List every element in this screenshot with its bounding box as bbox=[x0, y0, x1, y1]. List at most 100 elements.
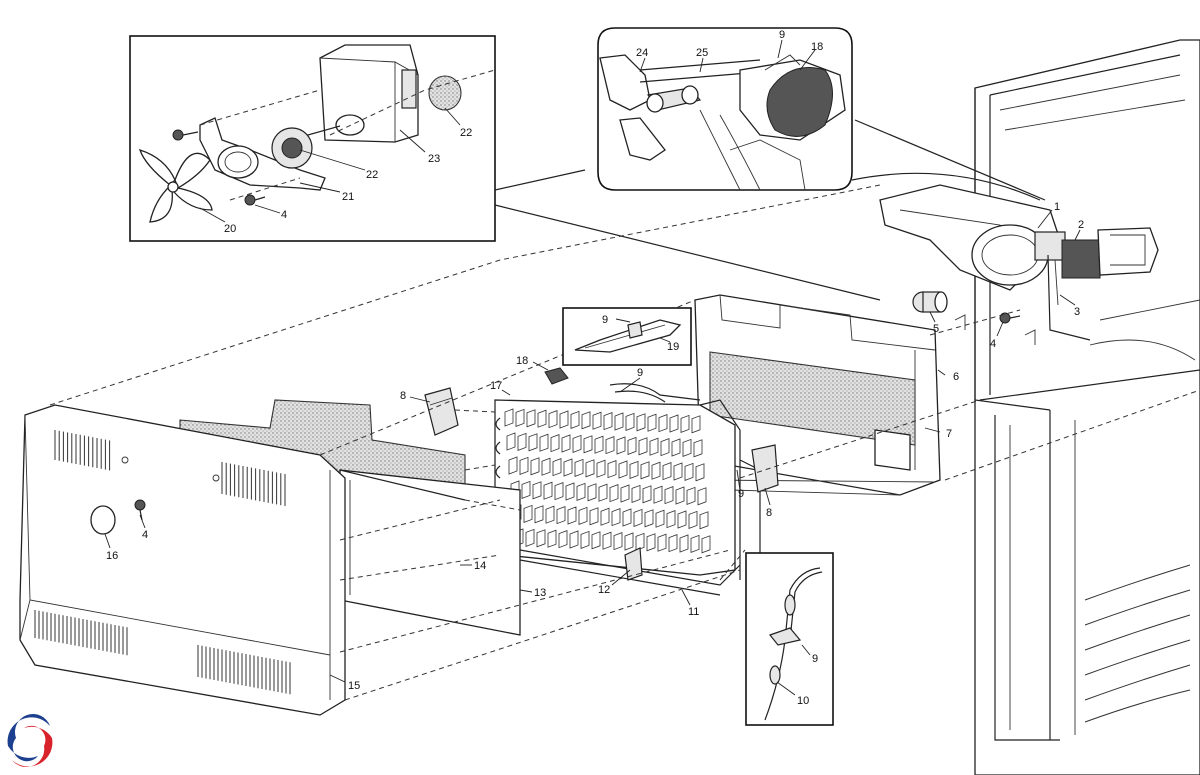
evaporator-fin bbox=[572, 434, 582, 453]
evaporator-fin bbox=[688, 510, 698, 529]
evaporator-fin bbox=[690, 534, 700, 553]
evaporator-fin bbox=[644, 509, 654, 528]
evaporator-fin bbox=[614, 412, 624, 431]
evaporator-fin bbox=[517, 432, 527, 451]
evaporator-fin bbox=[530, 457, 540, 476]
coil-bend bbox=[495, 417, 501, 431]
evaporator-fin bbox=[569, 530, 579, 549]
evaporator-fin bbox=[589, 507, 599, 526]
evaporator-fin bbox=[642, 485, 652, 504]
evaporator-fin bbox=[618, 460, 628, 479]
evaporator-fin bbox=[686, 486, 696, 505]
callout-17: 17 bbox=[490, 380, 502, 392]
callout-6: 6 bbox=[953, 371, 959, 383]
evaporator-fin bbox=[662, 462, 672, 481]
inset-connector-line bbox=[494, 169, 586, 191]
evaporator-fin bbox=[521, 480, 531, 499]
evaporator-fin bbox=[664, 486, 674, 505]
back-plate bbox=[339, 469, 521, 636]
evaporator-fin bbox=[666, 510, 676, 529]
evaporator-fin bbox=[523, 504, 533, 523]
evaporator-fin bbox=[693, 439, 703, 458]
evaporator-fin bbox=[598, 483, 608, 502]
evaporator-fin bbox=[677, 510, 687, 529]
bottom-right-vent bbox=[197, 645, 291, 695]
callout-11: 11 bbox=[688, 606, 699, 618]
inset-connector-line bbox=[854, 119, 1046, 201]
evaporator-fin bbox=[545, 505, 555, 524]
callout-3: 3 bbox=[1074, 306, 1080, 318]
top-right-vent bbox=[221, 462, 286, 506]
callout-2: 2 bbox=[1078, 219, 1084, 231]
evaporator-fins bbox=[495, 408, 711, 554]
evaporator-fin bbox=[680, 414, 690, 433]
callout-9: 9 bbox=[738, 488, 744, 500]
evaporator-fin bbox=[649, 437, 659, 456]
callout-23: 23 bbox=[428, 153, 440, 165]
evaporator-fin bbox=[504, 408, 514, 427]
evaporator-fin bbox=[556, 506, 566, 525]
evaporator-fin bbox=[668, 534, 678, 553]
evaporator-fin bbox=[655, 509, 665, 528]
evaporator-fin bbox=[525, 528, 535, 547]
inset-defrost-sensor bbox=[745, 552, 834, 726]
callout-7: 7 bbox=[946, 428, 952, 440]
evaporator-fin bbox=[543, 481, 553, 500]
evaporator-fin bbox=[528, 433, 538, 452]
top-left-vent bbox=[54, 430, 111, 471]
evaporator-fin bbox=[622, 508, 632, 527]
evaporator-fin bbox=[563, 458, 573, 477]
evaporator-fin bbox=[578, 506, 588, 525]
callout-21: 21 bbox=[342, 191, 354, 203]
bottom-left-vent bbox=[34, 610, 128, 656]
evaporator-cover bbox=[694, 294, 941, 496]
evaporator-fin bbox=[631, 484, 641, 503]
evaporator-fin bbox=[657, 533, 667, 552]
evaporator-fin bbox=[515, 408, 525, 427]
fan-motor-block bbox=[1061, 239, 1101, 279]
coil-bend bbox=[495, 465, 501, 479]
evaporator-fin bbox=[605, 436, 615, 455]
callout-12: 12 bbox=[598, 584, 610, 596]
evaporator-fin bbox=[583, 435, 593, 454]
evaporator-fin bbox=[581, 411, 591, 430]
callout-15: 15 bbox=[348, 680, 360, 692]
callout-9: 9 bbox=[637, 367, 643, 379]
evaporator-fin bbox=[647, 413, 657, 432]
evaporator-fin bbox=[592, 411, 602, 430]
evaporator-fin bbox=[548, 410, 558, 429]
evaporator-fin bbox=[671, 438, 681, 457]
callout-9: 9 bbox=[812, 653, 818, 665]
evaporator-fin bbox=[699, 511, 709, 530]
evaporator-fin bbox=[541, 457, 551, 476]
evaporator-fin bbox=[576, 482, 586, 501]
evaporator-fin bbox=[697, 487, 707, 506]
callout-14: 14 bbox=[474, 560, 486, 572]
inset-thermostat bbox=[562, 307, 692, 366]
inset-fan-motor bbox=[129, 35, 496, 242]
evaporator-fin bbox=[561, 434, 571, 453]
evaporator-fin bbox=[675, 486, 685, 505]
evaporator-fin bbox=[559, 410, 569, 429]
refrigerator-cabinet bbox=[974, 39, 1200, 775]
evaporator-fin bbox=[624, 532, 634, 551]
damper-foam-pad bbox=[766, 67, 833, 137]
evaporator-fin bbox=[567, 506, 577, 525]
inset-connector-line bbox=[494, 204, 881, 301]
callout-16: 16 bbox=[106, 550, 118, 562]
evaporator-fin bbox=[636, 413, 646, 432]
evaporator-fin bbox=[691, 415, 701, 434]
evaporator-fin bbox=[629, 460, 639, 479]
evaporator-fin bbox=[646, 533, 656, 552]
callout-10: 10 bbox=[797, 695, 809, 707]
evaporator-coil bbox=[424, 367, 779, 596]
evaporator-fin bbox=[539, 433, 549, 452]
evaporator-fin bbox=[673, 462, 683, 481]
callout-4: 4 bbox=[142, 529, 148, 541]
evaporator-fin bbox=[682, 438, 692, 457]
evaporator-fin bbox=[554, 482, 564, 501]
evaporator-fin bbox=[609, 484, 619, 503]
evaporator-fin bbox=[653, 485, 663, 504]
evaporator-fin bbox=[701, 535, 711, 554]
